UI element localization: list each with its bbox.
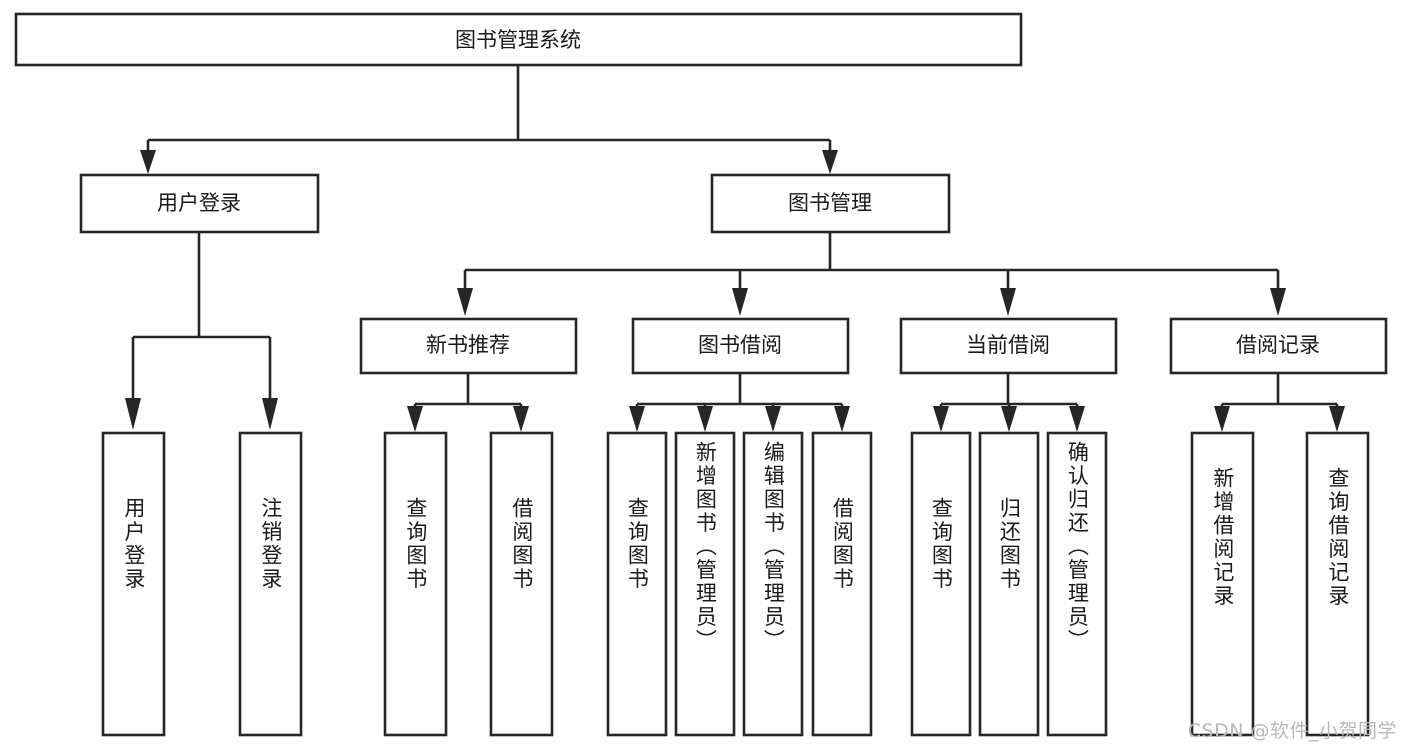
leaf-current-borrow-return-book[interactable] <box>978 431 1040 737</box>
node-current-borrow-label: 当前借阅 <box>966 333 1050 357</box>
leaf-book-borrow-borrow-book[interactable] <box>811 431 873 737</box>
node-user-login-label: 用户登录 <box>157 191 241 215</box>
arrow-to-user-login <box>140 150 156 174</box>
leaf-book-borrow-query-book[interactable] <box>606 431 668 737</box>
arrow-leaf-borrow-record-1 <box>1214 406 1230 432</box>
node-user-login[interactable] <box>79 173 320 234</box>
arrow-leaf-current-borrow-2 <box>1001 406 1017 432</box>
arrow-leaf-book-borrow-3 <box>765 406 781 432</box>
node-new-book-recommend[interactable] <box>359 317 578 375</box>
arrow-to-new-book <box>457 288 473 316</box>
leaf-book-borrow-add-book-admin[interactable] <box>674 431 736 737</box>
node-borrow-record-label: 借阅记录 <box>1236 333 1320 357</box>
arrow-to-book-mgmt <box>822 150 838 174</box>
arrow-to-book-borrow <box>732 288 748 316</box>
node-current-borrow[interactable] <box>899 317 1118 375</box>
leaf-new-book-borrow-book[interactable] <box>489 431 554 737</box>
arrow-to-borrow-record <box>1270 288 1286 316</box>
arrow-leaf-new-book-2 <box>513 406 529 432</box>
leaf-current-borrow-confirm-return-admin[interactable] <box>1046 431 1108 737</box>
leaf-user-login-user-login[interactable] <box>101 431 166 737</box>
leaf-book-borrow-edit-book-admin[interactable] <box>742 431 804 737</box>
leaf-user-login-logout[interactable] <box>238 431 303 737</box>
arrow-leaf-book-borrow-2 <box>697 406 713 432</box>
node-root-label: 图书管理系统 <box>455 28 581 52</box>
arrow-leaf-book-borrow-1 <box>629 406 645 432</box>
arrow-leaf-current-borrow-1 <box>933 406 949 432</box>
arrow-leaf-borrow-record-2 <box>1329 406 1345 432</box>
connector-layer <box>125 66 1345 432</box>
node-book-management-label: 图书管理 <box>788 191 872 215</box>
arrow-leaf-user-login-2 <box>262 398 278 430</box>
arrow-leaf-new-book-1 <box>407 406 423 432</box>
leaf-borrow-record-query-record[interactable] <box>1305 431 1370 737</box>
leaf-current-borrow-query-book[interactable] <box>910 431 972 737</box>
node-book-borrow-label: 图书借阅 <box>698 333 782 357</box>
arrow-leaf-book-borrow-4 <box>834 406 850 432</box>
arrow-leaf-current-borrow-3 <box>1069 406 1085 432</box>
leaf-borrow-record-add-record[interactable] <box>1190 431 1255 737</box>
csdn-watermark: CSDN @软件_小贺同学 <box>1187 720 1397 742</box>
node-root-book-management-system[interactable] <box>14 12 1023 67</box>
arrow-leaf-user-login-1 <box>125 398 141 430</box>
node-book-management[interactable] <box>710 173 951 234</box>
node-book-borrow[interactable] <box>631 317 850 375</box>
arrow-to-current-borrow <box>1000 288 1016 316</box>
node-layer: 图书管理系统 用户登录 图书管理 新书推荐 图书借阅 当前借阅 借阅记录 <box>14 12 1388 737</box>
leaf-new-book-query-book[interactable] <box>383 431 448 737</box>
node-new-book-recommend-label: 新书推荐 <box>426 333 510 357</box>
node-borrow-record[interactable] <box>1169 317 1388 375</box>
